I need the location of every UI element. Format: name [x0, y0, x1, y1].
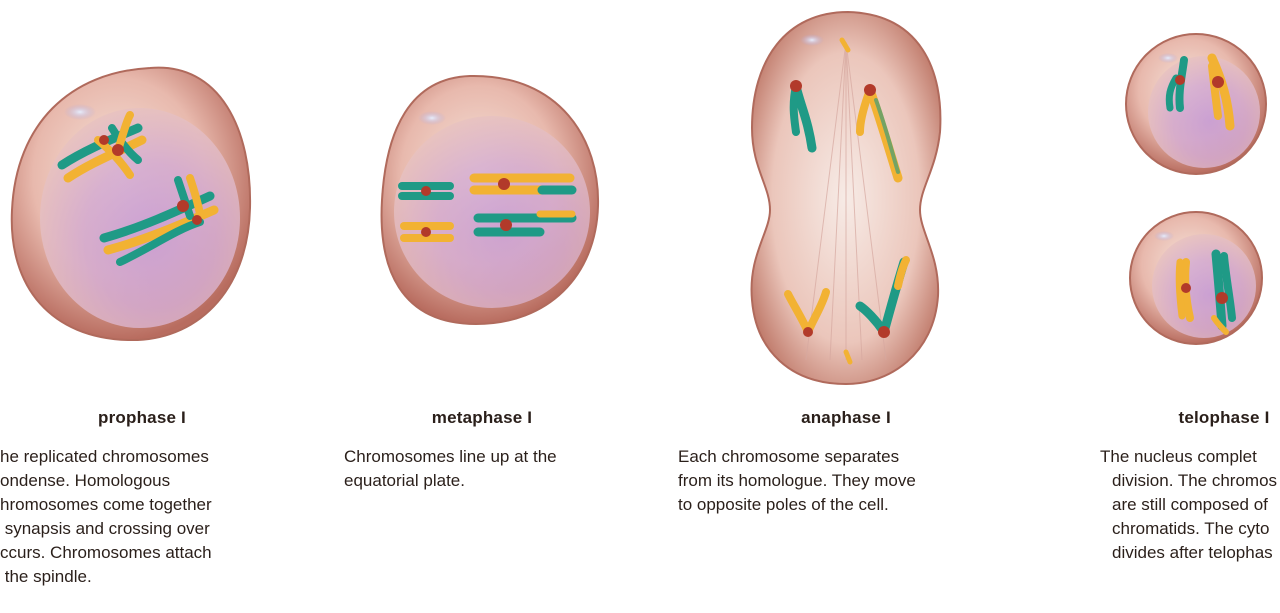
metaphase-cell	[382, 76, 599, 324]
prophase-description-line: the spindle.	[0, 565, 212, 589]
prophase-highlight	[64, 104, 96, 120]
telophase-cell-lower	[1130, 212, 1262, 344]
prophase-description-line: hromosomes come together	[0, 493, 212, 517]
prophase-cell	[12, 68, 250, 340]
metaphase-label: metaphase I	[412, 408, 552, 428]
prophase-description-line: ondense. Homologous	[0, 469, 212, 493]
telophase-cell-upper	[1126, 34, 1266, 174]
telophase-description-line: chromatids. The cyto	[1100, 517, 1277, 541]
prophase-description-line: ccurs. Chromosomes attach	[0, 541, 212, 565]
telophase-lower-nucleus	[1152, 234, 1256, 338]
telophase-description-line: are still composed of	[1100, 493, 1277, 517]
prophase-centromere	[112, 144, 124, 156]
telophase-description-line: The nucleus complet	[1100, 445, 1277, 469]
anaphase-description-line: Each chromosome separates	[678, 445, 916, 469]
anaphase-description: Each chromosome separates from its homol…	[678, 445, 916, 517]
telophase-upper-nucleus	[1148, 56, 1260, 168]
telophase-description-line: division. The chromos	[1100, 469, 1277, 493]
prophase-description: he replicated chromosomes ondense. Homol…	[0, 445, 212, 589]
metaphase-description-line: equatorial plate.	[344, 469, 557, 493]
anaphase-highlight	[800, 34, 824, 46]
meiosis-illustration	[0, 0, 1280, 400]
metaphase-description: Chromosomes line up at the equatorial pl…	[344, 445, 557, 493]
metaphase-highlight	[418, 111, 446, 125]
anaphase-cell	[752, 12, 941, 384]
prophase-description-line: he replicated chromosomes	[0, 445, 212, 469]
telophase-description-line: divides after telophas	[1100, 541, 1277, 565]
prophase-label: prophase I	[72, 408, 212, 428]
telophase-label: telophase I	[1154, 408, 1280, 428]
anaphase-label: anaphase I	[776, 408, 916, 428]
telophase-description: The nucleus complet division. The chromo…	[1100, 445, 1277, 565]
anaphase-description-line: to opposite poles of the cell.	[678, 493, 916, 517]
prophase-description-line: synapsis and crossing over	[0, 517, 212, 541]
anaphase-description-line: from its homologue. They move	[678, 469, 916, 493]
telophase-lower-chromosome-yellow	[1179, 262, 1191, 318]
metaphase-description-line: Chromosomes line up at the	[344, 445, 557, 469]
